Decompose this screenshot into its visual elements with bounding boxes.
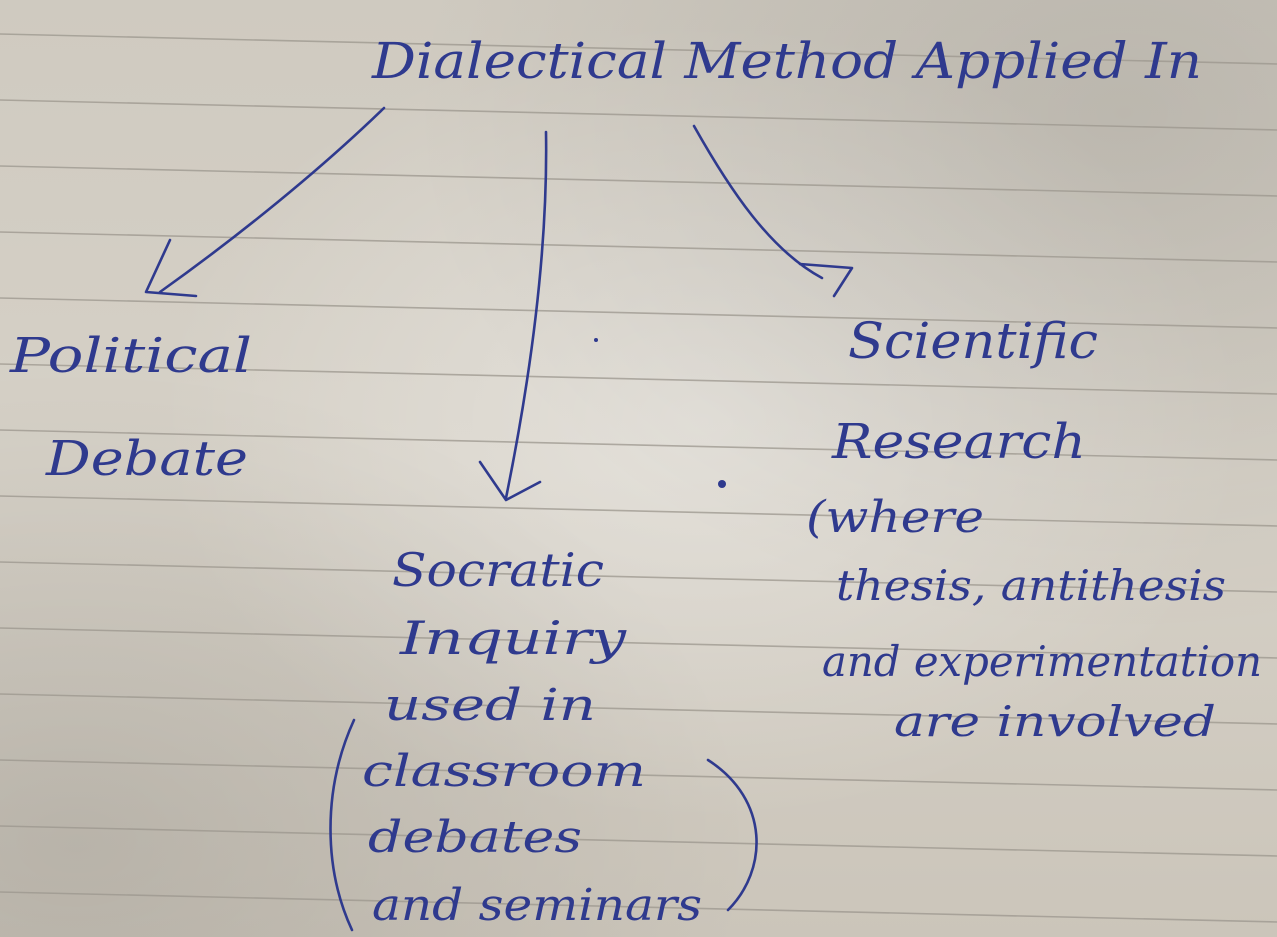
arrow-to-scientific-research <box>692 124 854 298</box>
thesis-antithesis-label: thesis, antithesis <box>836 561 1226 610</box>
ruled-line <box>0 891 1277 923</box>
ruled-line <box>0 759 1277 791</box>
ink-dot <box>594 338 598 342</box>
research-label: Research <box>831 414 1086 470</box>
ruled-line <box>0 627 1277 659</box>
ink-dot <box>718 480 726 488</box>
are-involved-label: are involved <box>894 697 1216 746</box>
left-bracket <box>329 718 356 932</box>
diagram-title: Dialectical Method Applied In <box>371 32 1202 90</box>
where-label: (where <box>806 492 984 543</box>
inquiry-label: Inquiry <box>399 611 628 665</box>
experimentation-label: and experimentation <box>822 637 1262 686</box>
ruled-line <box>0 99 1277 131</box>
ruled-line <box>0 297 1277 329</box>
ruled-line <box>0 429 1277 461</box>
arrow-to-political-debate <box>144 106 386 298</box>
used-in-label: used in <box>384 680 596 731</box>
ruled-line <box>0 693 1277 725</box>
ruled-line <box>0 33 1277 65</box>
political-label: Political <box>9 328 252 384</box>
arrow-to-socratic-inquiry <box>478 130 548 502</box>
ruled-line <box>0 231 1277 263</box>
ruled-line <box>0 165 1277 197</box>
debates-label: debates <box>368 812 582 863</box>
ruled-line <box>0 561 1277 593</box>
scientific-label: Scientific <box>848 312 1098 370</box>
ruled-line <box>0 363 1277 395</box>
right-bracket <box>706 758 758 912</box>
ruled-line <box>0 825 1277 857</box>
debate-label: Debate <box>45 431 248 487</box>
ruled-line <box>0 495 1277 527</box>
socratic-label: Socratic <box>392 543 604 597</box>
classroom-label: classroom <box>362 746 646 797</box>
and-seminars-label: and seminars <box>372 880 702 931</box>
